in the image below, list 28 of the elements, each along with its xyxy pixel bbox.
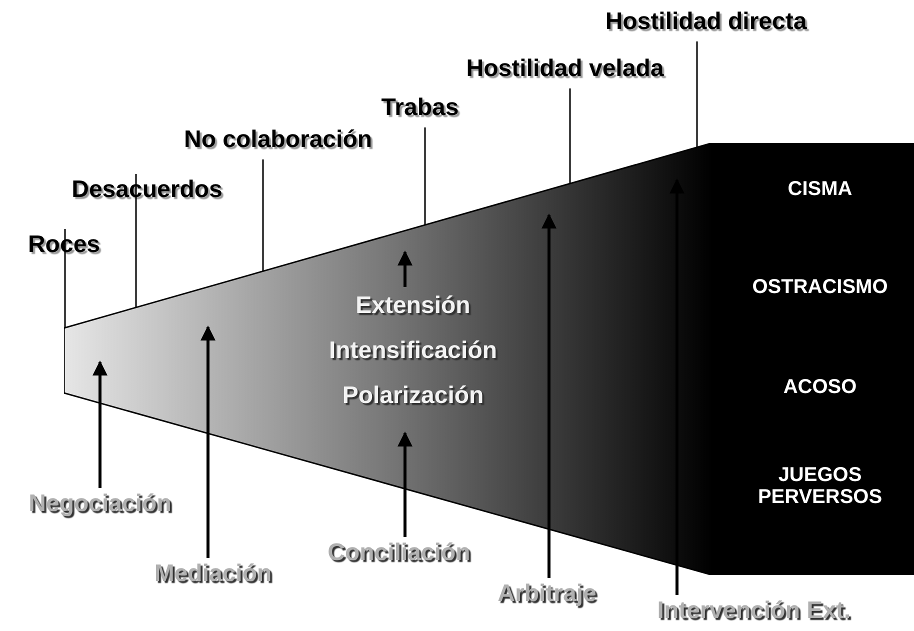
- outcome-label: ACOSO: [782, 376, 858, 398]
- arrow: [398, 432, 412, 537]
- arrow: [200, 326, 216, 558]
- intervention-label: Mediación: [154, 561, 272, 588]
- stage-label: Extensión: [356, 293, 470, 320]
- intervention-label: Conciliación: [328, 540, 470, 566]
- stage-label: Polarización: [342, 383, 484, 410]
- intervention-label: Arbitraje: [498, 581, 596, 608]
- leader-line: [696, 41, 698, 148]
- arrow: [542, 214, 556, 578]
- stage-label: No colaboración: [184, 127, 372, 154]
- outcome-label: JUEGOS PERVERSOS: [756, 464, 884, 508]
- leader-line: [135, 174, 137, 308]
- outcome-label: CISMA: [786, 178, 854, 200]
- intervention-label: Intervención Ext.: [657, 598, 851, 624]
- leader-line: [64, 229, 66, 328]
- stage-label: Hostilidad directa: [605, 9, 807, 36]
- arrow: [92, 360, 108, 488]
- leader-line: [262, 159, 264, 272]
- stage-label: Trabas: [381, 95, 459, 122]
- leader-line: [424, 127, 426, 225]
- stage-label: Hostilidad velada: [466, 56, 664, 82]
- outcome-panel: [712, 143, 914, 575]
- leader-line: [569, 88, 571, 184]
- outcome-label: OSTRACISMO: [751, 276, 889, 298]
- arrow: [670, 178, 684, 595]
- stage-label: Intensificación: [328, 338, 498, 364]
- intervention-label: Negociación: [28, 491, 172, 518]
